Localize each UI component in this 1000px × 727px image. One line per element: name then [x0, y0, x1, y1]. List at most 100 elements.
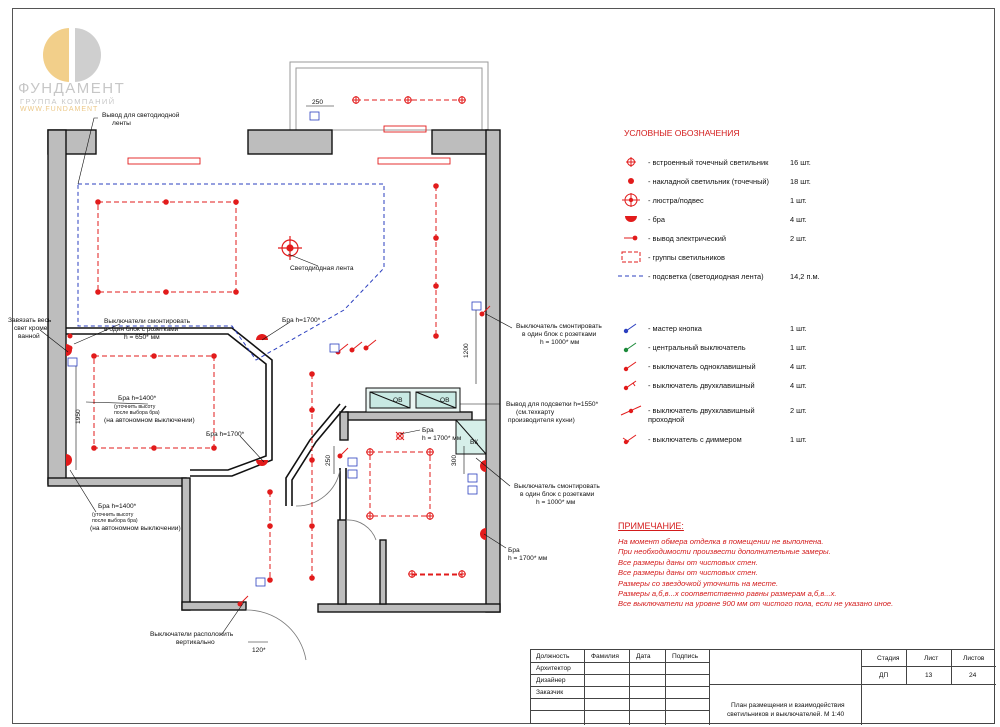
legend-text: - мастер кнопка	[648, 324, 702, 333]
legend-count: 4 шт.	[790, 215, 807, 224]
led-strip-label: Светодиодная лента	[290, 265, 354, 272]
stamp-role-designer: Дизайнер	[536, 677, 566, 684]
stamp-header-position: Должность	[536, 653, 570, 660]
pass-switch-icon	[620, 405, 642, 416]
logo-url: WWW.FUNDAMENT	[20, 106, 99, 113]
stamp-header-date: Дата	[636, 653, 651, 660]
chandelier-icon	[622, 193, 640, 207]
legend-title: УСЛОВНЫЕ ОБОЗНАЧЕНИЯ	[624, 128, 740, 138]
kitchen-unit	[365, 387, 487, 455]
switches-block-label-3: h = 650* мм	[124, 334, 160, 341]
logo-name: ФУНДАМЕНТ	[18, 80, 126, 97]
bra-1400-lower-note-2: после выбора бра)	[92, 518, 138, 524]
leader-lines	[39, 117, 513, 635]
dim-250-mid: 250	[325, 455, 332, 466]
bra-kitchen-label-2: h = 1700* мм	[422, 435, 462, 442]
bra-1400-label: Бра h=1400*	[118, 395, 157, 402]
ov-label-2: ОВ	[440, 397, 450, 404]
legend-text: - встроенный точечный светильник	[648, 158, 769, 167]
led-outlet-label: Вывод для светодиодной	[102, 111, 180, 119]
legend-count: 4 шт.	[790, 362, 807, 371]
central-switch-icon	[623, 342, 637, 353]
bra-1400-note: (уточнить высоту	[114, 404, 156, 410]
switches-block-label-2: в один блок с розетками	[104, 325, 179, 333]
stamp-sheets-value: 24	[969, 672, 977, 679]
link-all-label-2: свет кроме	[14, 325, 48, 332]
legend-count: 2 шт.	[790, 406, 807, 415]
recessed-spots	[352, 96, 466, 578]
kitchen-led-label: Вывод для подсветки h=1550*	[506, 401, 599, 408]
sheet-frame	[12, 8, 995, 724]
link-all-label: Завязать весь	[8, 317, 52, 324]
legend-row-chandelier: - люстра/подвес 1 шт.	[612, 193, 952, 207]
legend-count: 1 шт.	[790, 324, 807, 333]
switches-vertical-label: Выключатели расположить	[150, 631, 234, 638]
title-block: Должность Фамилия Дата Подпись Архитекто…	[530, 649, 996, 725]
note-line: Размеры а,б,в...х соответственно равны р…	[618, 589, 837, 599]
legend-row-central-switch: - центральный выключатель 1 шт.	[612, 340, 952, 354]
dim-120: 120*	[252, 647, 266, 654]
dimension-lines	[75, 105, 477, 643]
legend-text: - выключатель двухклавишный	[648, 381, 755, 390]
stamp-stage-label: Стадия	[877, 655, 900, 662]
bra-hall-label-2: h = 1700* мм	[508, 555, 548, 562]
stamp-sheets-label: Листов	[963, 655, 985, 662]
dim-1200: 1200	[463, 343, 470, 358]
double-switch-icon	[623, 380, 637, 391]
legend-row-master-button: - мастер кнопка 1 шт.	[612, 321, 952, 335]
switches-vertical-label-2: вертикально	[176, 639, 215, 646]
link-all-label-3: ванной	[18, 332, 40, 340]
bra-1400-lower-note-3: (на автономном выключении)	[90, 525, 181, 532]
switches-block-label: Выключатели смонтировать	[104, 318, 191, 325]
legend-text: - выключатель двухклавишный	[648, 406, 755, 415]
fixture-group-icon	[621, 251, 641, 263]
switch-mount-label-3: h = 1000* мм	[540, 339, 580, 346]
bra-1400-lower-label: Бра h=1400*	[98, 503, 137, 510]
balcony-outline	[289, 61, 489, 131]
notes: ПРИМЕЧАНИЕ: На момент обмера отделка в п…	[618, 521, 978, 610]
legend-text: - люстра/подвес	[648, 196, 704, 205]
legend-count: 2 шт.	[790, 234, 807, 243]
note-line: Все размеры даны от чистовых стен.	[618, 568, 758, 578]
recessed-spot-icon	[626, 157, 636, 167]
door-swings	[245, 469, 377, 661]
stamp-sheet-value: 13	[925, 672, 933, 679]
bra-1400-lower-note: (уточнить высоту	[92, 512, 134, 518]
legend-row-sconce: - бра 4 шт.	[612, 212, 952, 226]
electrical-outlet-icon	[624, 235, 638, 241]
sconces	[66, 334, 486, 540]
stamp-header-surname: Фамилия	[591, 653, 619, 660]
legend-count: 1 шт.	[790, 196, 807, 205]
legend-row-pass-switch: - выключатель двухклавишный проходной 2 …	[612, 403, 952, 425]
stamp-header-signature: Подпись	[672, 653, 699, 660]
legend-text-2: проходной	[648, 415, 685, 424]
surface-spot-icon	[628, 178, 634, 184]
stamp-role-architect: Архитектор	[536, 665, 571, 672]
legend-text: - накладной светильник (точечный)	[648, 177, 769, 186]
bra-1400-note-2: после выбора бра)	[114, 410, 160, 416]
legend-row-surface-spot: - накладной светильник (точечный) 18 шт.	[612, 174, 952, 188]
vk-label: ВК	[470, 439, 478, 446]
dim-1950: 1950	[75, 409, 82, 424]
kitchen-led-label-2: (см.техкарту	[516, 409, 555, 416]
legend-text: - вывод электрический	[648, 234, 727, 243]
legend-text: - центральный выключатель	[648, 343, 746, 352]
single-switch-icon	[623, 361, 637, 372]
legend-text: - выключатель с диммером	[648, 435, 742, 444]
note-line: Все размеры даны от чистовых стен.	[618, 557, 758, 567]
bra-1700-label-b: Бра h=1700*	[206, 431, 245, 438]
sconce-icon	[625, 216, 637, 222]
legend-row-fixture-group: - группы светильников	[612, 250, 952, 264]
switch-mount-label: Выключатель смонтировать	[516, 323, 602, 330]
bra-1700-label: Бра h=1700*	[282, 317, 321, 324]
dim-250-top: 250	[312, 99, 323, 106]
stamp-title-line-2: светильников и выключателей. М 1:40	[727, 711, 845, 718]
legend-text: - выключатель одноклавишный	[648, 362, 756, 371]
note-line: При необходимости произвести дополнитель…	[618, 547, 831, 557]
bra-hall-label: Бра	[508, 547, 520, 554]
legend-count: 4 шт.	[790, 381, 807, 390]
legend-row-recessed-spot: - встроенный точечный светильник 16 шт.	[612, 155, 952, 169]
switch-mount-label-2: в один блок с розетками	[522, 330, 597, 338]
legend-row-led-strip: - подсветка (светодиодная лента) 14,2 п.…	[612, 269, 952, 283]
